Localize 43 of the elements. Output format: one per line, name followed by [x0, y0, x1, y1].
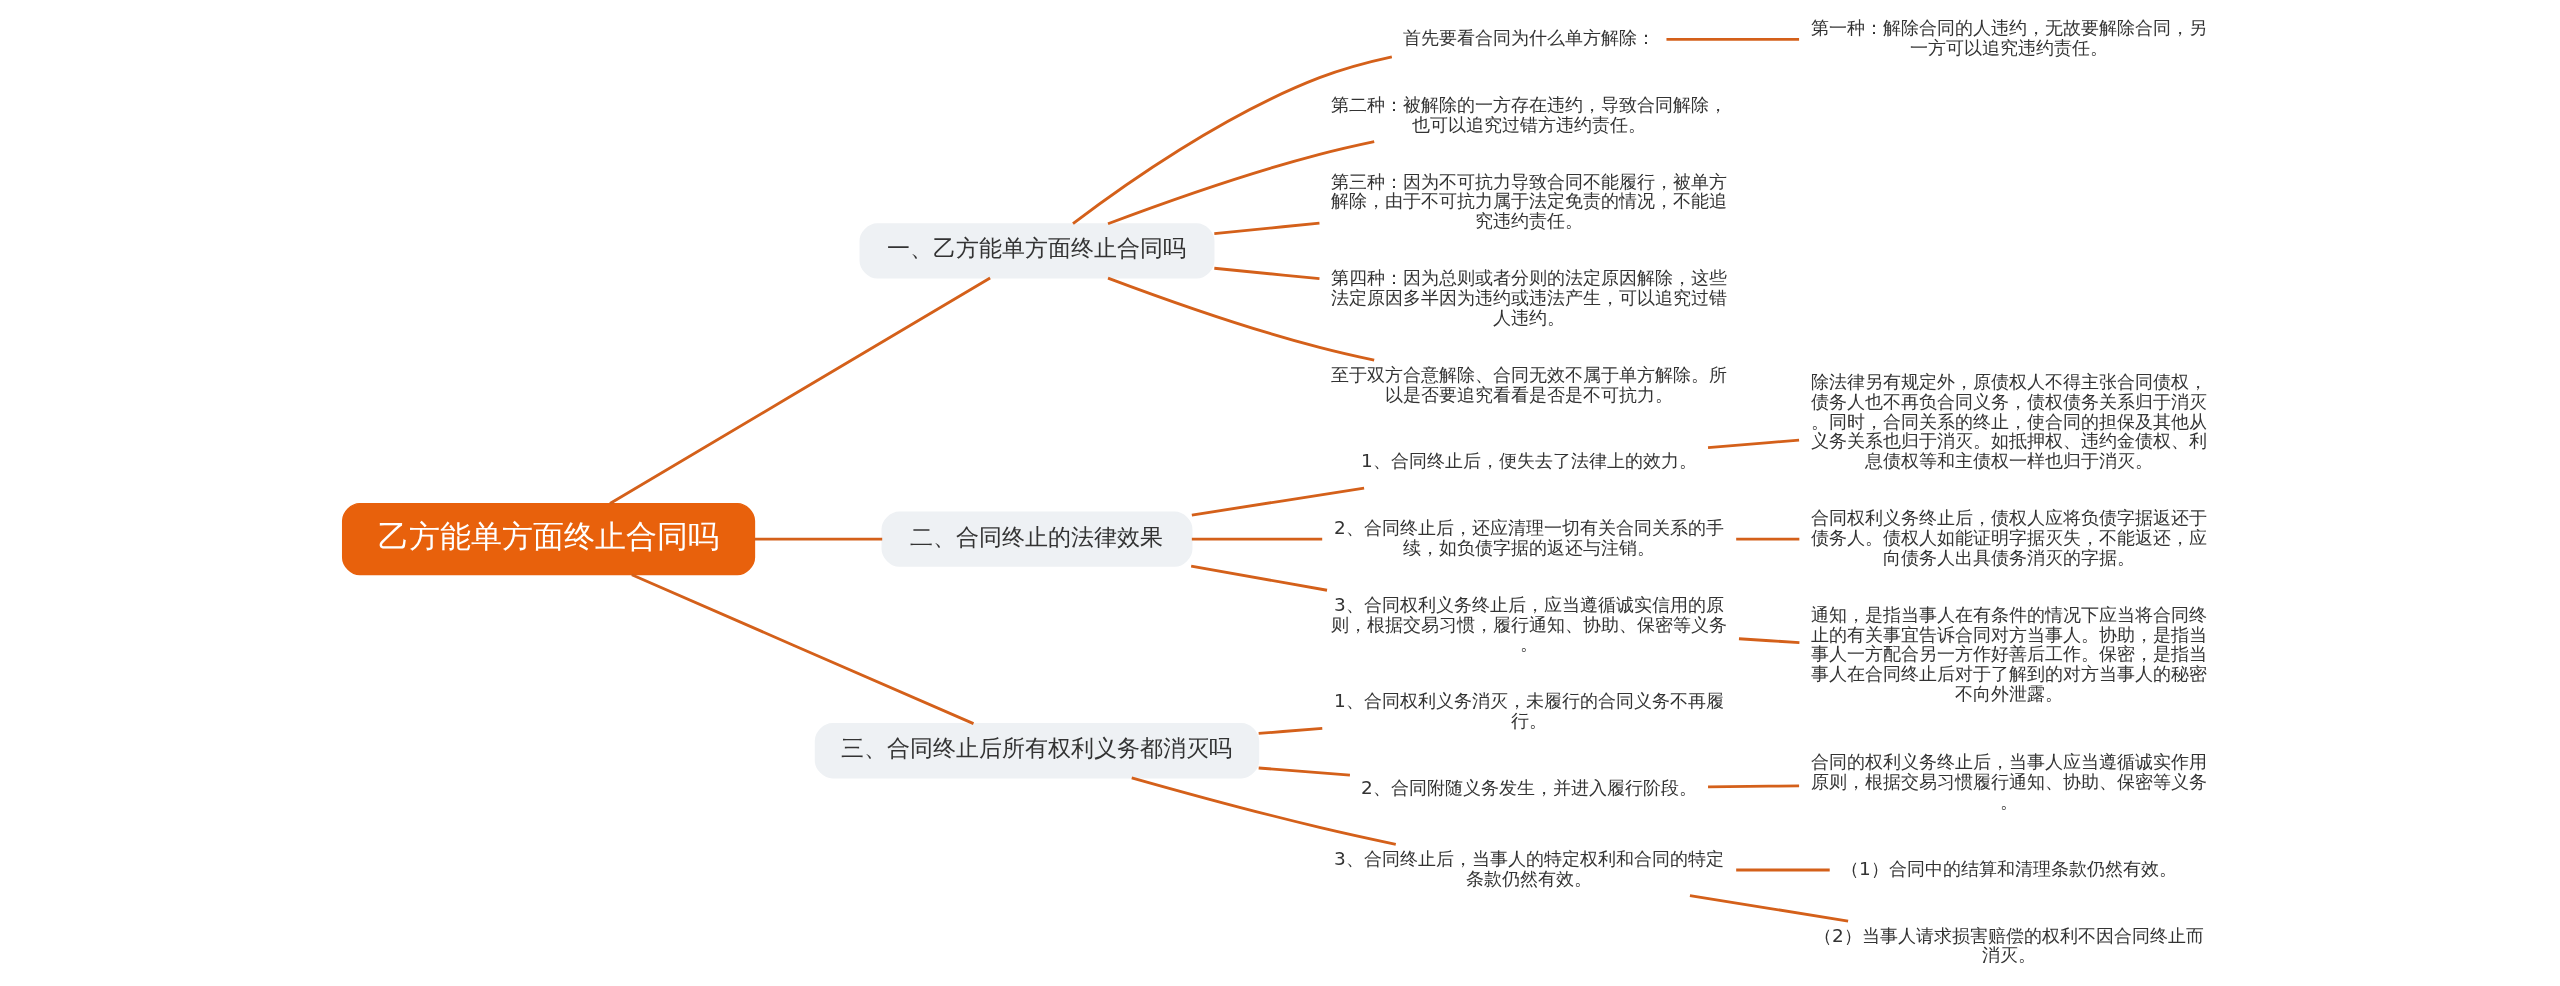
node-text: 除法律另有规定外，原债权人不得主张合同债权，债务人也不再负合同义务，债权债务关系归于消灭。同时，合同关系的终止，使合同的担保及其他从义务关系也归于消灭。如抵押权、违约金债权、利息债权等和主债权一样也归于消灭。: [1810, 370, 2207, 472]
node-text: 合同权利义务终止后，债权人应将负债字据返还于债务人。债权人如能证明字据灭失，不能返还，应向债务人出具债务消灭的字据。: [1810, 507, 2207, 568]
connector: [1258, 766, 1350, 777]
connector: [1107, 276, 1374, 362]
connector: [754, 537, 882, 541]
node-text: 第四种：因为总则或者分则的法定原因解除，这些法定原因多半因为违约或违法产生，可以追究过错人违约。: [1330, 267, 1727, 328]
node-box: 乙方能单方面终止合同吗: [341, 502, 755, 576]
node-text: 1、合同权利义务消灭，未履行的合同义务不再履行。: [1333, 690, 1724, 732]
node-text: （2）当事人请求损害赔偿的权利不因合同终止而消灭。: [1813, 924, 2204, 966]
node-text: 2、合同附随义务发生，并进入履行阶段。: [1360, 776, 1697, 798]
node-text: 3、合同权利义务终止后，应当遵循诚实信用的原则，根据交易习惯，履行通知、协助、保密等义务。: [1330, 593, 1727, 655]
connector: [1213, 221, 1320, 235]
connector: [1707, 438, 1799, 450]
node-box: 二、合同终止的法律效果: [881, 511, 1192, 567]
connector: [1190, 564, 1327, 592]
connector: [1735, 868, 1830, 872]
connector: [1191, 486, 1364, 517]
connector: [1213, 266, 1320, 281]
node-text: （1）合同中的结算和清理条款仍然有效。: [1840, 857, 2177, 879]
node-text: 第三种：因为不可抗力导致合同不能履行，被单方解除，由于不可抗力属于法定免责的情况，不能追究违约责任。: [1330, 170, 1727, 232]
connector: [1258, 727, 1322, 735]
connector: [1735, 537, 1799, 541]
node-text: 1、合同终止后，便失去了法律上的效力。: [1360, 450, 1697, 472]
node-box: 一、乙方能单方面终止合同吗: [859, 223, 1214, 279]
connector: [1130, 776, 1396, 846]
connector: [1738, 637, 1799, 644]
connector: [608, 276, 991, 505]
connector: [1665, 37, 1799, 41]
node-text: 3、合同终止后，当事人的特定权利和合同的特定条款仍然有效。: [1333, 847, 1724, 889]
node-text: 第一种：解除合同的人违约，无故要解除合同，另一方可以追究违约责任。: [1810, 17, 2207, 59]
connector: [1107, 140, 1374, 226]
node-text: 至于双方合意解除、合同无效不属于单方解除。所以是否要追究看看是否是不可抗力。: [1330, 363, 1727, 405]
node-text: 合同的权利义务终止后，当事人应当遵循诚实作用原则，根据交易习惯履行通知、协助、保密等义务。: [1810, 751, 2207, 813]
connector: [1191, 537, 1322, 541]
node-box: 三、合同终止后所有权利义务都消灭吗: [814, 723, 1259, 779]
connector: [1707, 784, 1799, 789]
connector: [1689, 894, 1848, 923]
node-text: 首先要看合同为什么单方解除：: [1402, 27, 1655, 49]
connector: [630, 573, 974, 725]
node-text: 通知，是指当事人在有条件的情况下应当将合同终止的有关事宜告诉合同对方当事人。协助，是指当事人一方配合另一方作好善后工作。保密，是指当事人在合同终止后对于了解到的对方当事人的秘密不向外泄露。: [1810, 603, 2207, 705]
node-text: 第二种：被解除的一方存在违约，导致合同解除，也可以追究过错方违约责任。: [1330, 93, 1727, 135]
connector: [1071, 55, 1392, 225]
node-text: 2、合同终止后，还应清理一切有关合同关系的手续，如负债字据的返还与注销。: [1333, 517, 1724, 558]
